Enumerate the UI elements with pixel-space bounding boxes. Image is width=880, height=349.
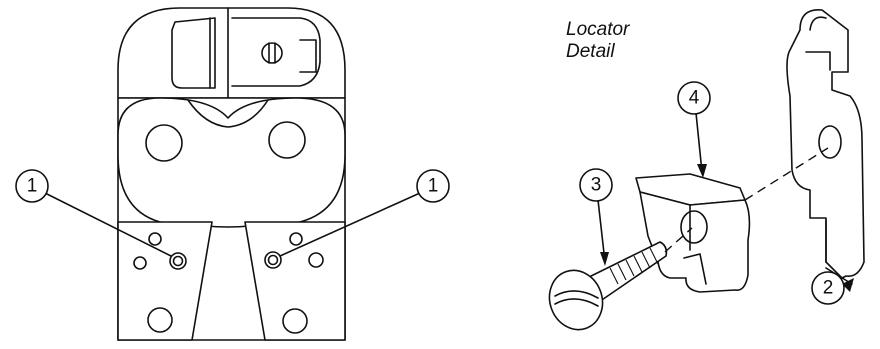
locator-part [786,9,865,279]
screw-part [548,241,668,331]
locator-slot-top [805,51,831,71]
arrow-4 [697,164,707,178]
die-screw-left-inner [172,255,184,267]
screw-head [548,269,604,331]
callout-2: 2 [811,271,845,305]
locator-block [635,173,751,293]
jaw-hole-l1 [148,232,162,246]
die-nose [187,99,269,128]
title-line-2: Detail [566,41,615,62]
latch-screw [261,42,283,64]
locator-block-body [639,191,751,293]
die-hole-right [268,121,306,159]
jaw-hole-r2 [308,252,324,268]
callout-4-label: 4 [689,88,700,109]
callout-3-label: 3 [591,175,602,196]
left-jaw [117,221,213,341]
locator-lip [809,16,827,31]
die-hole-left [145,124,183,162]
callout-1-left: 1 [15,169,49,203]
arrow-3 [600,252,609,266]
callout-1-right: 1 [416,169,450,203]
locator-outline [786,9,865,279]
jaw-hole-r1 [289,232,303,246]
leader-left-1 [44,192,172,257]
die-screw-right [264,251,282,269]
callout-4: 4 [677,81,711,115]
locator-hole [818,125,842,159]
jaw-hole-l2 [133,256,147,270]
assembly-axis-a [664,227,693,253]
locator-detail-title: Locator Detail [566,19,629,63]
die-screw-right-inner [267,254,279,266]
latch-window [171,17,216,89]
leader-right-1 [279,192,421,257]
callout-1-right-label: 1 [428,176,439,197]
latch-tab [299,39,317,73]
right-jaw [244,221,346,341]
arrow-2 [842,278,854,292]
locator-block-notch [683,253,707,285]
die-screw-left [169,252,187,270]
callout-1-left-label: 1 [27,176,38,197]
assembly-axis-b [744,147,829,201]
jaw-hole-bottom-right [282,308,308,334]
screw-slot-a [554,290,599,299]
callout-3: 3 [579,168,613,202]
leader-4 [695,112,703,173]
tool-upper-housing [117,7,346,99]
screw-slot-b [554,298,599,307]
jaw-hole-bottom-left [147,307,173,333]
screw-shank [582,241,668,305]
callout-2-label: 2 [823,278,834,299]
latch-plate [231,17,321,87]
locator-block-hole [680,210,708,244]
leader-3 [597,199,606,263]
screw-threads [609,247,659,285]
crimp-tool-head [117,7,346,341]
title-line-1: Locator [566,19,630,40]
die-block [117,97,346,228]
